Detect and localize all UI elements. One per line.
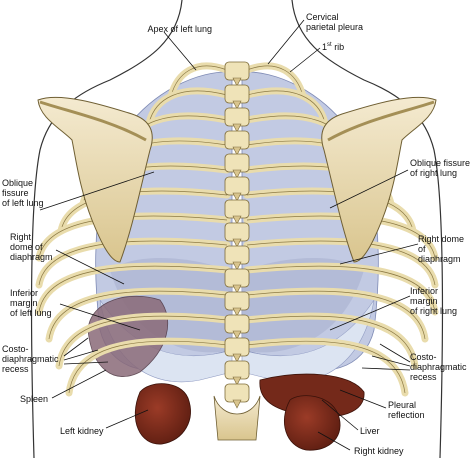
body-outline	[30, 0, 183, 458]
label-pleural-reflection: Pleural reflection	[388, 400, 425, 420]
label-costodiaphragmatic-recess-right: Costo- diaphragmatic recess	[410, 352, 467, 382]
rib-outline-left	[38, 265, 228, 313]
right-scapula	[321, 96, 437, 263]
spinous-process	[232, 192, 242, 202]
rib-outline-right	[246, 240, 436, 286]
vertebra	[224, 337, 250, 357]
label-left-kidney: Left kidney	[60, 426, 104, 436]
spinous-process	[232, 238, 242, 248]
vertebra	[224, 222, 250, 242]
label-apex-left-lung: Apex of left lung	[147, 24, 212, 34]
rib-outline-right	[246, 290, 426, 340]
label-right-kidney: Right kidney	[354, 446, 404, 456]
rib-outline-right	[246, 65, 304, 97]
label-inferior-margin-left-lung: Inferior margin of left lung	[10, 288, 52, 318]
label-right-dome-of-diaphragm: Right dome of diaphragm	[418, 234, 465, 264]
body-outline-right	[291, 0, 444, 458]
label-liver: Liver	[360, 426, 380, 436]
rib-outline-left	[38, 240, 228, 286]
vertebra	[224, 314, 250, 334]
rib-outline-left	[148, 90, 228, 124]
rib-outline-right	[246, 215, 436, 259]
label-oblique-fissure-left: Oblique fissure of left lung	[2, 178, 44, 208]
spinous-process	[232, 100, 242, 110]
liver	[259, 373, 365, 418]
left-kidney	[134, 383, 191, 445]
vertebra	[224, 153, 250, 173]
label-dome-of-diaphragm-left: Right dome of diaphragm	[10, 232, 53, 262]
left-scapula	[37, 96, 153, 263]
label-oblique-fissure-right: Oblique fissure of right lung	[410, 158, 471, 178]
spinous-process	[232, 284, 242, 294]
spinous-process	[232, 376, 242, 386]
rib-outline-right	[246, 315, 416, 367]
left-diaphragm-dome	[110, 257, 232, 353]
vertebra	[224, 291, 250, 311]
spinous-process	[232, 307, 242, 317]
spinous-process	[232, 399, 242, 409]
spinous-process	[232, 77, 242, 87]
vertebra	[224, 176, 250, 196]
sacrum	[213, 395, 261, 441]
rib-outline-left	[170, 65, 228, 97]
right-diaphragm-dome	[242, 257, 364, 353]
spinous-process	[232, 215, 242, 225]
vertebra	[224, 268, 250, 288]
rib-outline-left	[68, 340, 228, 394]
vertebra	[224, 360, 250, 380]
leader-lines	[39, 19, 419, 451]
vertebra	[224, 107, 250, 127]
left-scapula-spine	[39, 100, 147, 142]
vertebral-column	[224, 61, 250, 409]
spinous-process	[232, 261, 242, 271]
rib-outline-right	[246, 265, 436, 313]
vertebra	[224, 130, 250, 150]
vertebra	[224, 245, 250, 265]
vertebra	[224, 199, 250, 219]
vertebra	[224, 84, 250, 104]
label-cervical-parietal-pleura: Cervical parietal pleura	[306, 12, 364, 32]
spinous-process	[232, 123, 242, 133]
label-spleen: Spleen	[20, 394, 49, 404]
label-costodiaphragmatic-recess-left: Costo- diaphragmatic recess	[2, 344, 59, 374]
spinous-process	[232, 330, 242, 340]
spinous-process	[232, 146, 242, 156]
label-inferior-margin-right-lung: Inferior margin of right lung	[410, 286, 458, 316]
spinous-process	[232, 353, 242, 363]
label-first-rib: 1st rib	[322, 42, 345, 52]
rib-outline-left	[58, 315, 228, 367]
spinous-process	[232, 169, 242, 179]
rib-outline-right	[246, 340, 406, 394]
rib-outline-right	[246, 90, 326, 124]
rib-outline-left	[48, 290, 228, 340]
right-scapula-spine	[327, 100, 435, 142]
vertebra	[224, 61, 250, 81]
rib-outline-left	[38, 215, 228, 259]
vertebra	[224, 383, 250, 403]
